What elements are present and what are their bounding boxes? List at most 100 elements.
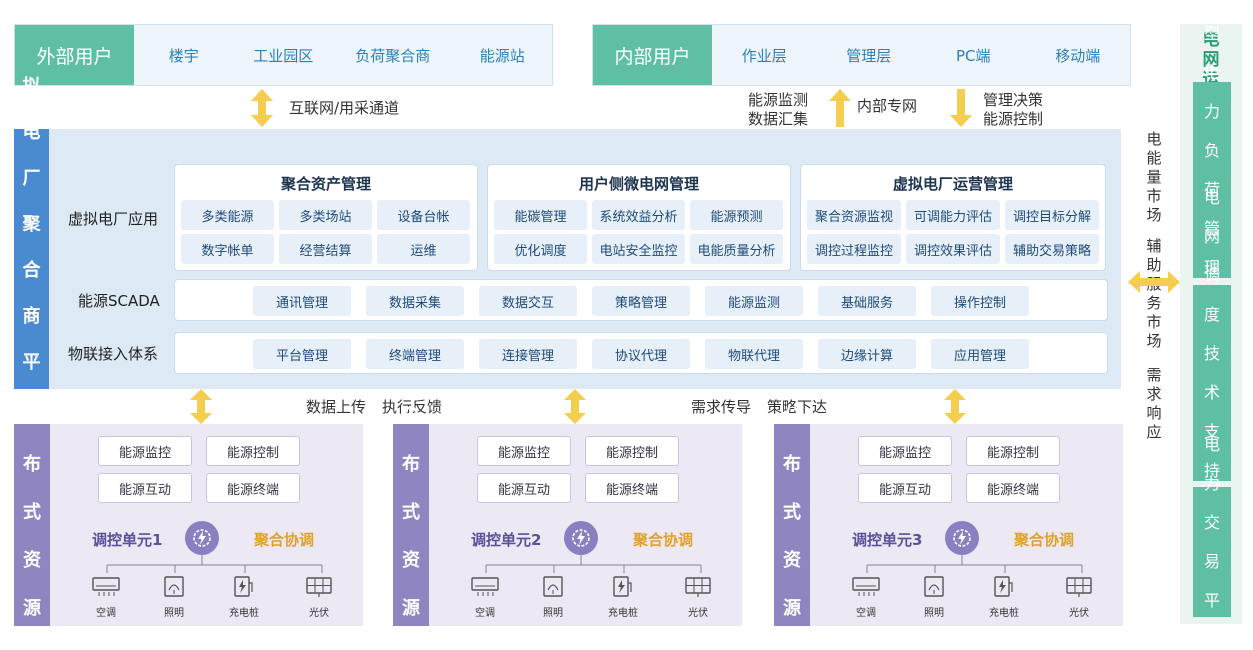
distributed-title-char: 分: [783, 406, 801, 427]
function-cell: 能源预测: [690, 200, 783, 230]
resource-cell: 能源互动: [858, 473, 952, 503]
device-item: 照明: [149, 574, 199, 619]
market-char: 能: [1146, 149, 1162, 167]
photovoltaic-icon: [1066, 577, 1092, 597]
decision-control-label: 管理决策 能源控制: [983, 91, 1043, 129]
aggregation-coordination-label: 聚合协调: [633, 531, 694, 549]
distributed-title-char: 源: [402, 598, 420, 619]
market-char: 场: [1146, 206, 1162, 224]
function-cell: 调控目标分解: [1005, 200, 1099, 230]
iot-cell: 应用管理: [931, 339, 1029, 369]
up-arrow-icon: [829, 89, 851, 127]
function-cell: 电站安全监控: [592, 234, 685, 264]
market-char: 求: [1146, 385, 1162, 403]
iot-cell: 平台管理: [253, 339, 351, 369]
device-label: 充电桩: [608, 608, 638, 619]
resource-cell: 能源终端: [206, 473, 300, 503]
scada-label: 能源SCADA: [78, 292, 160, 310]
platform-title: 拟电厂聚合商平台: [14, 76, 49, 419]
aggregation-coordination-label: 聚合协调: [254, 531, 315, 549]
platform-title-char: 平: [22, 352, 41, 373]
distributed-title-char: 布: [783, 454, 801, 475]
platform-title-char: 厂: [22, 168, 41, 189]
market-char: 助: [1146, 256, 1162, 274]
device-item: 空调: [841, 574, 891, 619]
resource-cell: 能源互动: [98, 473, 192, 503]
air-conditioner-icon: [852, 577, 880, 596]
platform-title-char: 商: [22, 306, 41, 327]
platform-title-char: 拟: [22, 76, 41, 97]
device-label: 空调: [856, 608, 876, 619]
bidirectional-horizontal-arrow-icon: [1128, 271, 1180, 293]
iot-cell: 协议代理: [592, 339, 690, 369]
market-char: 务: [1146, 294, 1162, 312]
external-user-item: 工业园区: [253, 46, 314, 65]
resource-cell: 能源互动: [477, 473, 571, 503]
charging-pile-icon: [234, 576, 253, 597]
internal-user-item: 作业层: [741, 46, 787, 65]
iot-cell: 物联代理: [705, 339, 803, 369]
external-user-item: 楼宇: [168, 46, 199, 65]
market-char: 应: [1146, 423, 1162, 441]
grid-title-char: 电: [1202, 30, 1220, 50]
platform-title-char: 台: [22, 398, 41, 419]
bidirectional-arrow-icon: [564, 389, 586, 424]
bidirectional-arrow-icon: [944, 389, 966, 424]
distributed-title-char: 式: [23, 502, 41, 523]
demand-transmit-label: 需求传导: [691, 398, 752, 416]
decision-line: 管理决策: [983, 91, 1044, 109]
resource-cell: 能源监控: [98, 436, 192, 466]
platform-title-char: 合: [22, 260, 41, 281]
external-user-item: 负荷聚合商: [355, 46, 431, 65]
function-cell: 电能质量分析: [690, 234, 783, 264]
bidirectional-arrow-icon: [190, 389, 212, 424]
device-item: 空调: [81, 574, 131, 619]
scada-cell: 操作控制: [931, 286, 1029, 316]
grid-system-char: 调: [1203, 266, 1220, 285]
device-label: 空调: [475, 608, 495, 619]
panel-title: 虚拟电厂运营管理: [892, 175, 1013, 193]
device-item: 照明: [909, 574, 959, 619]
connector-tree: [106, 555, 323, 573]
internal-user-item: 管理层: [846, 46, 892, 65]
device-label: 充电桩: [989, 608, 1019, 619]
vpp-app-label: 虚拟电厂应用: [68, 210, 159, 228]
device-item: 充电桩: [219, 574, 269, 619]
internal-users-bar: 内部用户 作业层 管理层 PC端 移动端: [592, 24, 1131, 86]
market-char: 辅: [1146, 237, 1162, 255]
distributed-resource-title: 分布式资源: [393, 406, 429, 626]
distributed-title-char: 资: [402, 550, 420, 571]
function-cell: 数字帐单: [181, 234, 274, 264]
device-label: 光伏: [1069, 608, 1089, 619]
control-unit-label: 调控单元1: [92, 531, 163, 549]
lighting-icon: [543, 576, 563, 597]
external-users-bar: 外部用户 楼宇 工业园区 负荷聚合商 能源站: [14, 24, 553, 86]
grid-system-char: 交: [1203, 513, 1220, 532]
distributed-title-char: 布: [402, 454, 420, 475]
distributed-title-char: 资: [783, 550, 801, 571]
iot-strip: 平台管理 终端管理 连接管理 协议代理 物联代理 边缘计算 应用管理: [174, 332, 1108, 374]
iot-cell: 连接管理: [479, 339, 577, 369]
resource-cell: 能源终端: [966, 473, 1060, 503]
device-label: 光伏: [688, 608, 708, 619]
market-char: 市: [1146, 313, 1162, 331]
grid-system-char: 网: [1203, 227, 1220, 246]
energy-market-label: 电能量市场: [1143, 130, 1165, 225]
grid-system-char: 易: [1203, 552, 1220, 571]
resource-cell: 能源控制: [206, 436, 300, 466]
external-users-title: 外部用户: [15, 25, 134, 85]
device-item: 光伏: [294, 574, 344, 619]
distributed-title-char: 布: [23, 454, 41, 475]
distributed-title-char: 式: [783, 502, 801, 523]
grid-system-char: 持: [1203, 461, 1220, 480]
grid-system-char: 支: [1203, 422, 1220, 441]
charging-pile-icon: [613, 576, 632, 597]
resource-cell: 能源终端: [585, 473, 679, 503]
ancillary-market-label: 辅助服务市场: [1143, 237, 1165, 351]
platform-title-char: 聚: [22, 214, 41, 235]
market-char: 量: [1146, 168, 1162, 186]
panel-title: 用户侧微电网管理: [578, 175, 699, 193]
distributed-resource-title: 分布式资源: [14, 406, 50, 626]
connector-tree: [866, 555, 1083, 573]
